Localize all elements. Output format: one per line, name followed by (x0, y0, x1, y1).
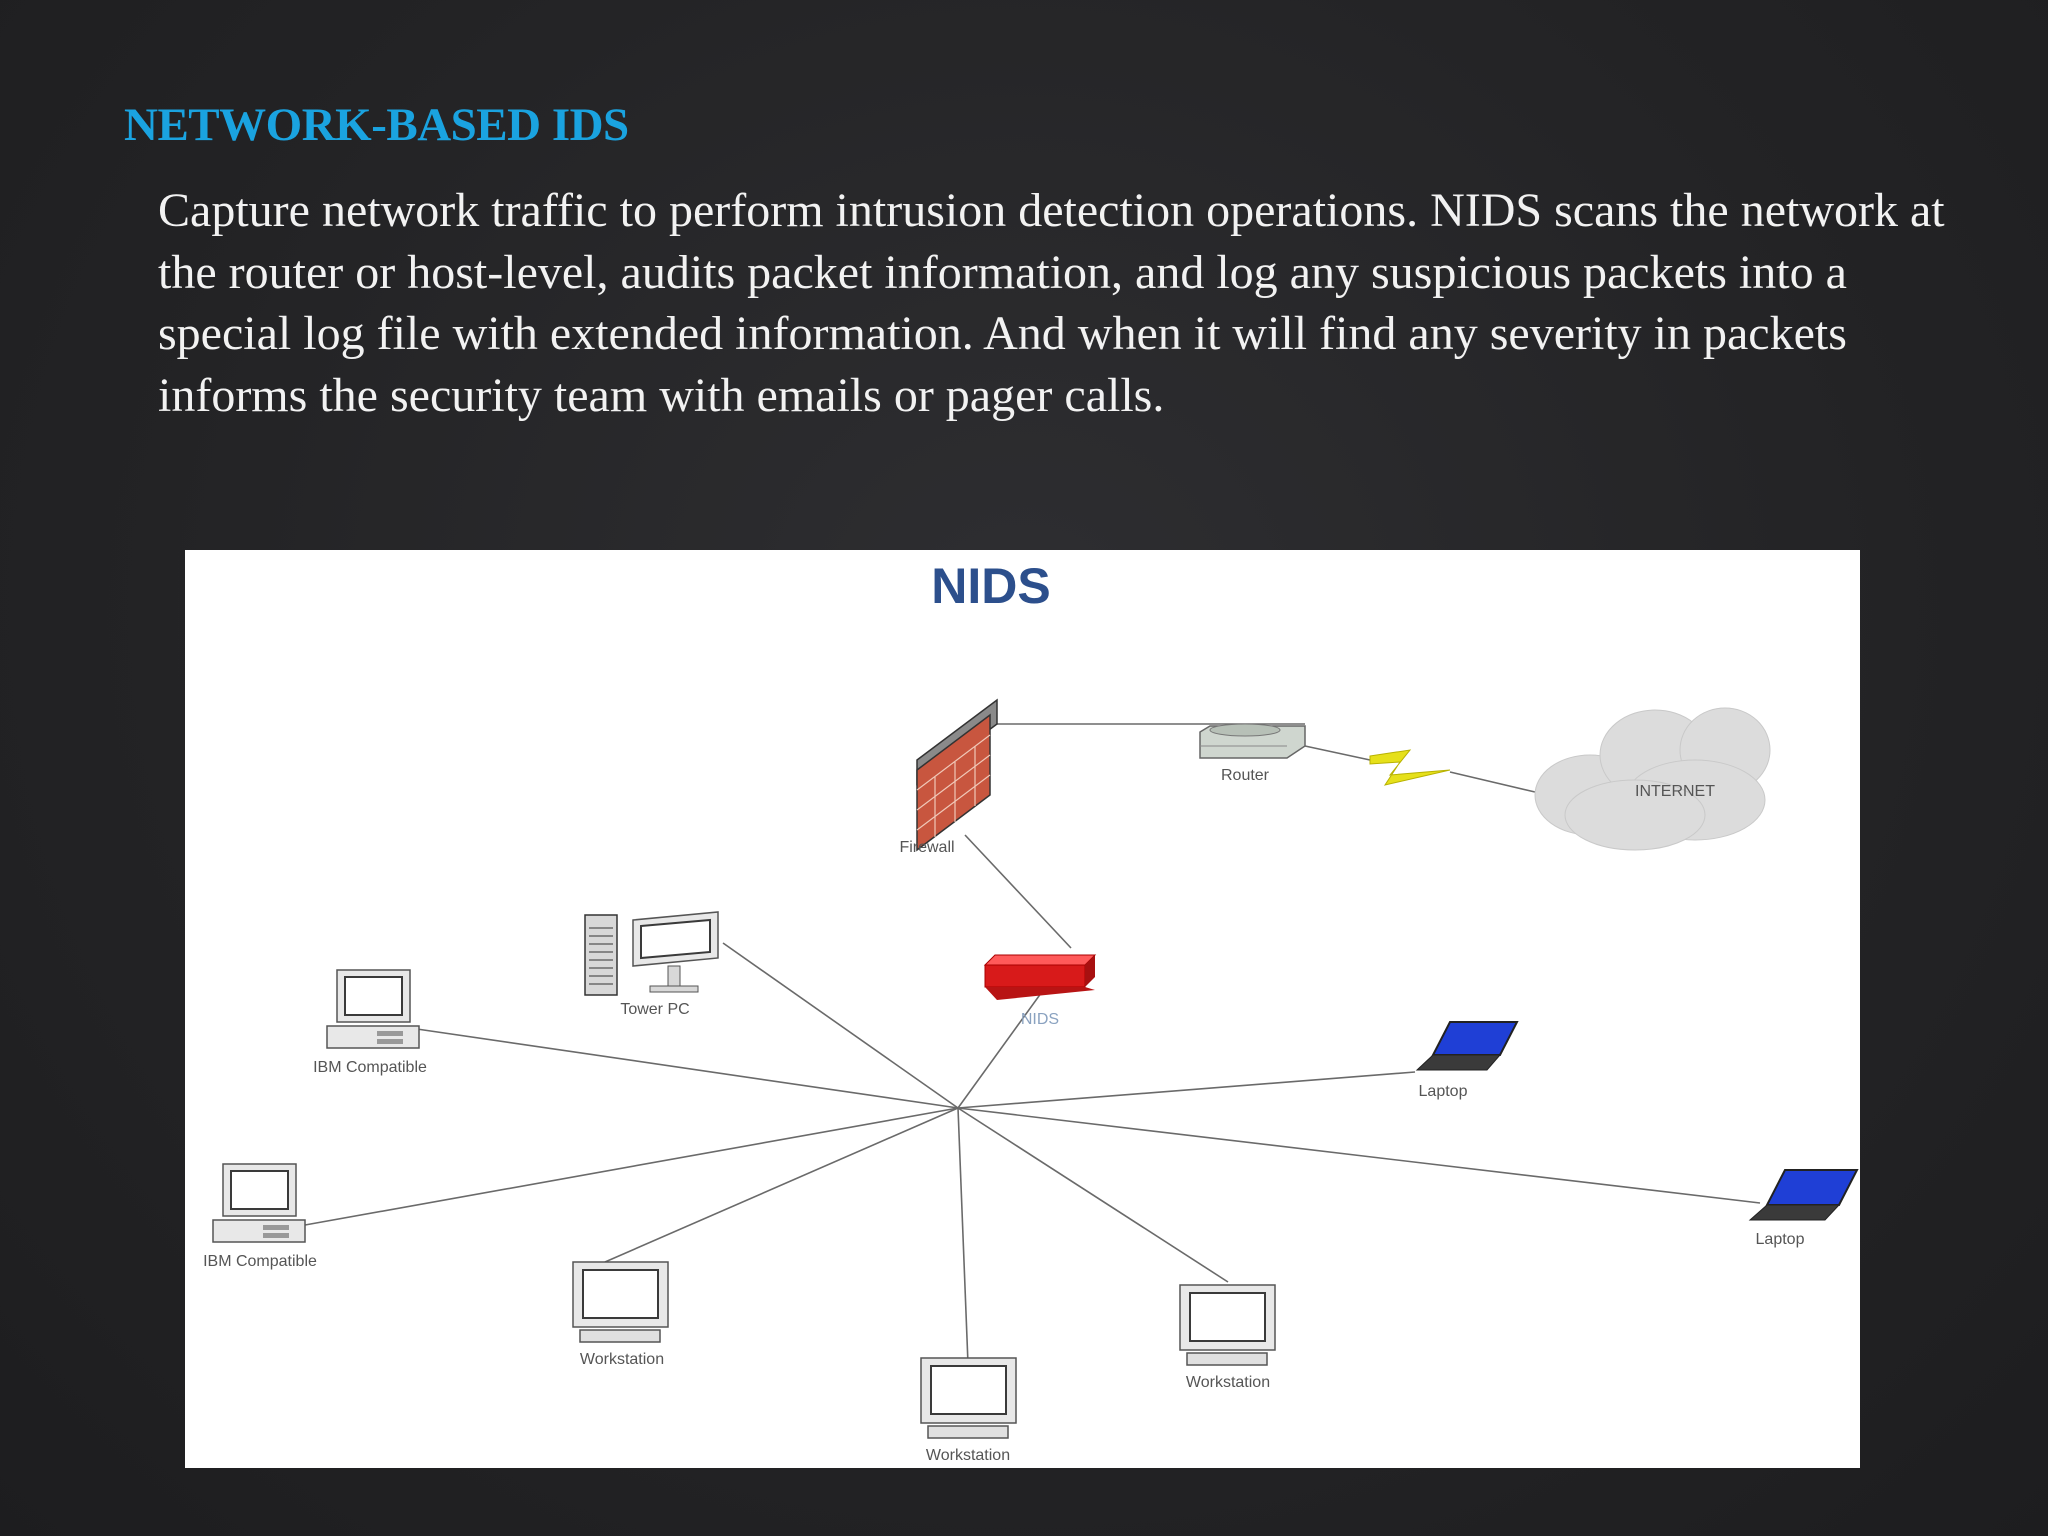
laptop-icon (1748, 1169, 1859, 1221)
workstation-icon (1179, 1284, 1276, 1366)
link-hub-ws1 (604, 1107, 959, 1263)
router-icon (1199, 723, 1306, 759)
link-hub-tower (722, 942, 959, 1109)
laptop-1-label: Laptop (1419, 1083, 1468, 1100)
workstation-icon (572, 1261, 669, 1343)
firewall-label: Firewall (899, 839, 954, 856)
laptop-icon (1415, 1021, 1519, 1071)
nids-network-diagram: NIDS (185, 550, 1860, 1468)
firewall-icon (916, 698, 998, 852)
lightning-link-icon (1304, 745, 1536, 793)
laptop-2-label: Laptop (1756, 1231, 1805, 1248)
ibm-compatible-1-label: IBM Compatible (313, 1059, 427, 1076)
router-label: Router (1221, 767, 1270, 784)
link-firewall-nids (964, 834, 1072, 949)
link-hub-ibm2 (304, 1107, 959, 1226)
nids-label: NIDS (1021, 1011, 1059, 1028)
workstation-2-label: Workstation (926, 1447, 1010, 1464)
link-hub-laptop2 (957, 1107, 1761, 1204)
nids-device-icon (983, 954, 1097, 1000)
desktop-computer-icon (326, 969, 420, 1049)
slide-body-text: Capture network traffic to perform intru… (158, 184, 1945, 422)
network-links (304, 723, 1761, 1365)
diagram-title: NIDS (931, 558, 1050, 614)
desktop-computer-icon (212, 1163, 306, 1243)
link-hub-laptop1 (957, 1071, 1416, 1109)
slide-title: NETWORK-BASED IDS (124, 99, 629, 151)
workstation-3-label: Workstation (1186, 1374, 1270, 1391)
cloud-icon (1534, 707, 1771, 851)
link-hub-ws3 (957, 1107, 1229, 1283)
internet-label: INTERNET (1635, 783, 1715, 800)
tower-pc-icon (584, 911, 719, 996)
tower-pc-label: Tower PC (620, 1001, 689, 1018)
ibm-compatible-2-label: IBM Compatible (203, 1253, 317, 1270)
link-hub-ws2 (957, 1107, 969, 1365)
link-hub-ibm1 (409, 1027, 959, 1109)
workstation-icon (920, 1357, 1017, 1439)
workstation-1-label: Workstation (580, 1351, 664, 1368)
